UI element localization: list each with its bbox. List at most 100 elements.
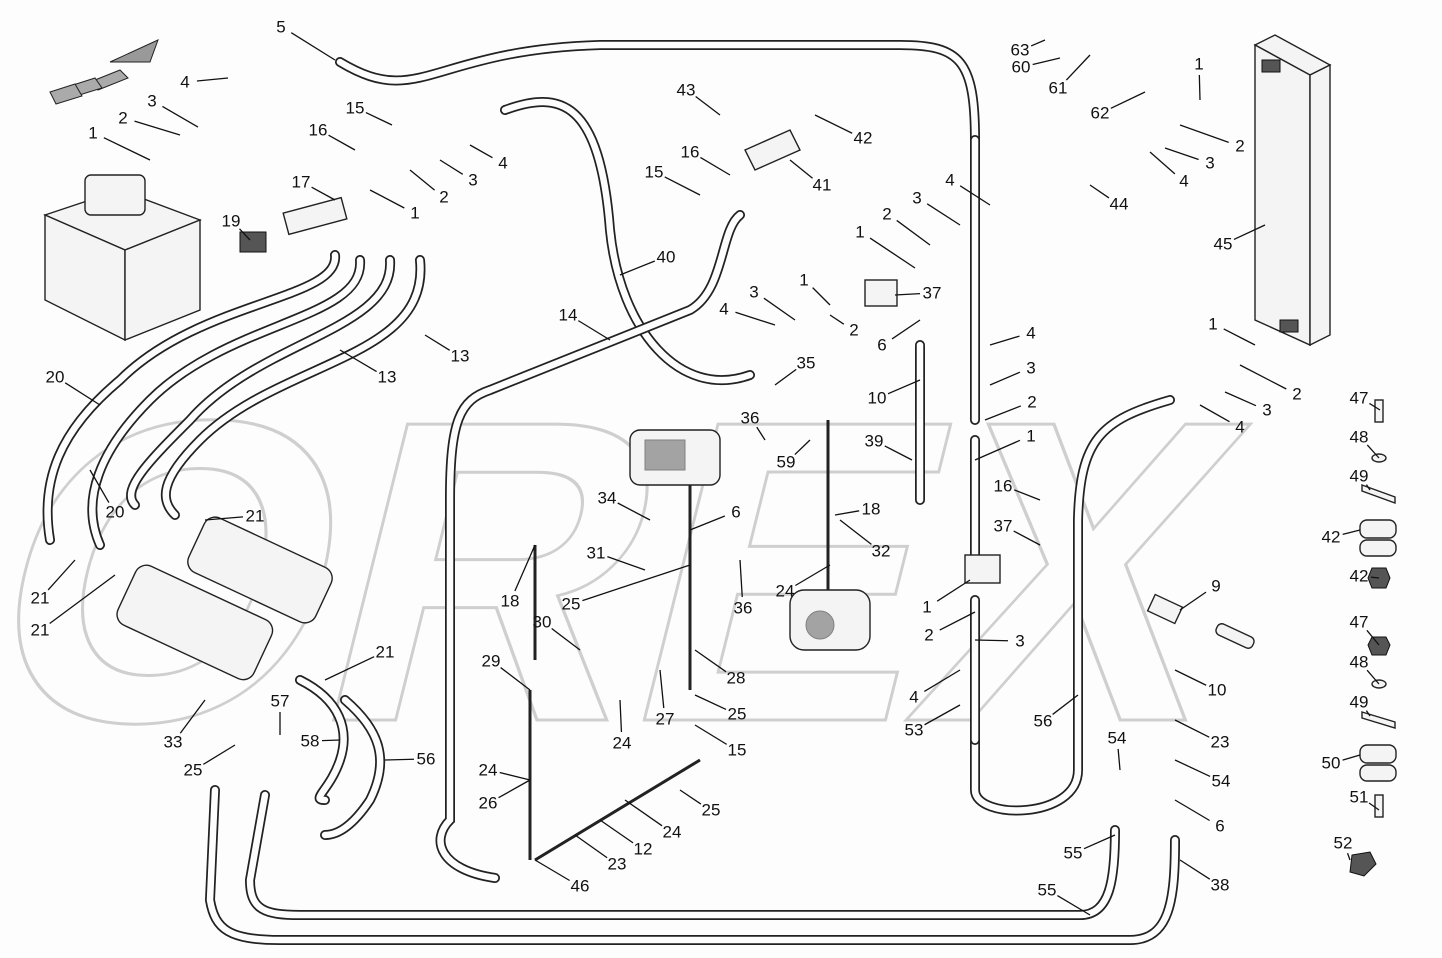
leader-line	[695, 95, 721, 116]
leader-line	[1366, 669, 1380, 685]
leader-line	[1366, 629, 1380, 646]
leader-line	[689, 515, 726, 531]
leader-line	[789, 159, 813, 179]
leader-line	[619, 699, 623, 733]
part-number-label: 16	[309, 121, 328, 140]
part-number-label: 2	[439, 188, 448, 207]
leader-line	[624, 799, 663, 827]
part-number-label: 20	[46, 368, 65, 387]
hydraulic-hose	[321, 696, 384, 839]
part-number-label: 14	[559, 306, 578, 325]
fitting-19	[239, 231, 267, 253]
leader-line	[500, 667, 531, 691]
leader-line	[1065, 54, 1091, 81]
part-number-label: 55	[1038, 881, 1057, 900]
part-number-label: 21	[31, 621, 50, 640]
part-number-label: 18	[862, 500, 881, 519]
leader-line	[989, 335, 1020, 346]
part-number-label: 60	[1012, 58, 1031, 77]
leader-line	[884, 445, 913, 461]
part-number-label: 55	[1064, 844, 1083, 863]
part-number-label: 1	[88, 124, 97, 143]
leader-line	[1224, 391, 1257, 407]
leader-line	[574, 834, 608, 859]
leader-line	[1198, 74, 1201, 101]
part-number-label: 3	[468, 171, 477, 190]
hydraulic-hose	[246, 791, 1119, 919]
part-number-label: 37	[994, 517, 1013, 536]
part-number-label: 42	[1322, 528, 1341, 547]
leader-line	[1174, 759, 1211, 778]
part-number-label: 25	[702, 801, 721, 820]
leader-line	[989, 371, 1021, 386]
leader-line	[582, 564, 691, 602]
part-number-label: 40	[657, 248, 676, 267]
part-number-label: 46	[571, 877, 590, 896]
leader-line	[739, 559, 743, 598]
leader-line	[763, 297, 796, 321]
leader-line	[617, 502, 651, 521]
leader-line	[839, 519, 872, 545]
pump-tandem	[116, 516, 333, 681]
part-number-label: 13	[451, 347, 470, 366]
part-number-label: 25	[728, 705, 747, 724]
part-number-label: 48	[1350, 428, 1369, 447]
part-number-label: 29	[482, 652, 501, 671]
leader-line	[439, 159, 464, 175]
leader-line	[814, 114, 853, 134]
pump-secondary	[789, 589, 871, 651]
part-number-label: 28	[727, 669, 746, 688]
leader-line	[1164, 147, 1199, 161]
leader-line	[756, 426, 766, 441]
part-number-label: 15	[346, 99, 365, 118]
leader-line	[49, 574, 116, 625]
part-number-label: 4	[180, 73, 189, 92]
leader-line	[869, 237, 916, 269]
leader-line	[599, 819, 634, 844]
part-number-label: 15	[728, 741, 747, 760]
leader-line	[1057, 894, 1091, 916]
direction-marker-icon	[49, 83, 83, 105]
leader-line	[679, 789, 702, 805]
part-number-label: 1	[1026, 427, 1035, 446]
part-number-label: 34	[598, 489, 617, 508]
part-number-label: 3	[749, 283, 758, 302]
hydraulic-hose	[296, 676, 347, 804]
part-number-label: 52	[1334, 834, 1353, 853]
leader-lines	[47, 32, 1381, 916]
part-number-label: 12	[634, 840, 653, 859]
leader-line	[794, 439, 811, 456]
part-number-label: 49	[1350, 693, 1369, 712]
leader-line	[498, 779, 531, 799]
part-number-label: 4	[1235, 418, 1244, 437]
leader-line	[896, 219, 931, 246]
leader-line	[1370, 576, 1380, 579]
hydraulic-hose	[127, 256, 394, 509]
part-number-label: 59	[777, 453, 796, 472]
leader-line	[607, 555, 646, 571]
leader-line	[1342, 754, 1361, 761]
leader-line	[924, 669, 961, 692]
part-number-label: 6	[1215, 817, 1224, 836]
leader-line	[469, 144, 493, 159]
leader-line	[774, 368, 797, 386]
hydraulic-hose	[437, 211, 744, 882]
part-number-label: 26	[479, 794, 498, 813]
leader-line	[1089, 184, 1110, 199]
leader-line	[311, 186, 336, 201]
part-number-label: 21	[376, 643, 395, 662]
part-number-label: 35	[797, 354, 816, 373]
part-number-label: 21	[31, 589, 50, 608]
part-number-label: 42	[1350, 567, 1369, 586]
part-number-label: 2	[924, 626, 933, 645]
leader-line	[619, 260, 656, 276]
part-number-label: 1	[410, 204, 419, 223]
direction-arrow-icon	[109, 39, 159, 63]
part-number-label: 4	[719, 300, 728, 319]
part-number-label: 1	[1194, 55, 1203, 74]
part-number-label: 6	[731, 503, 740, 522]
leader-line	[894, 292, 921, 296]
pipe-line	[534, 758, 701, 862]
leader-line	[1342, 529, 1361, 536]
